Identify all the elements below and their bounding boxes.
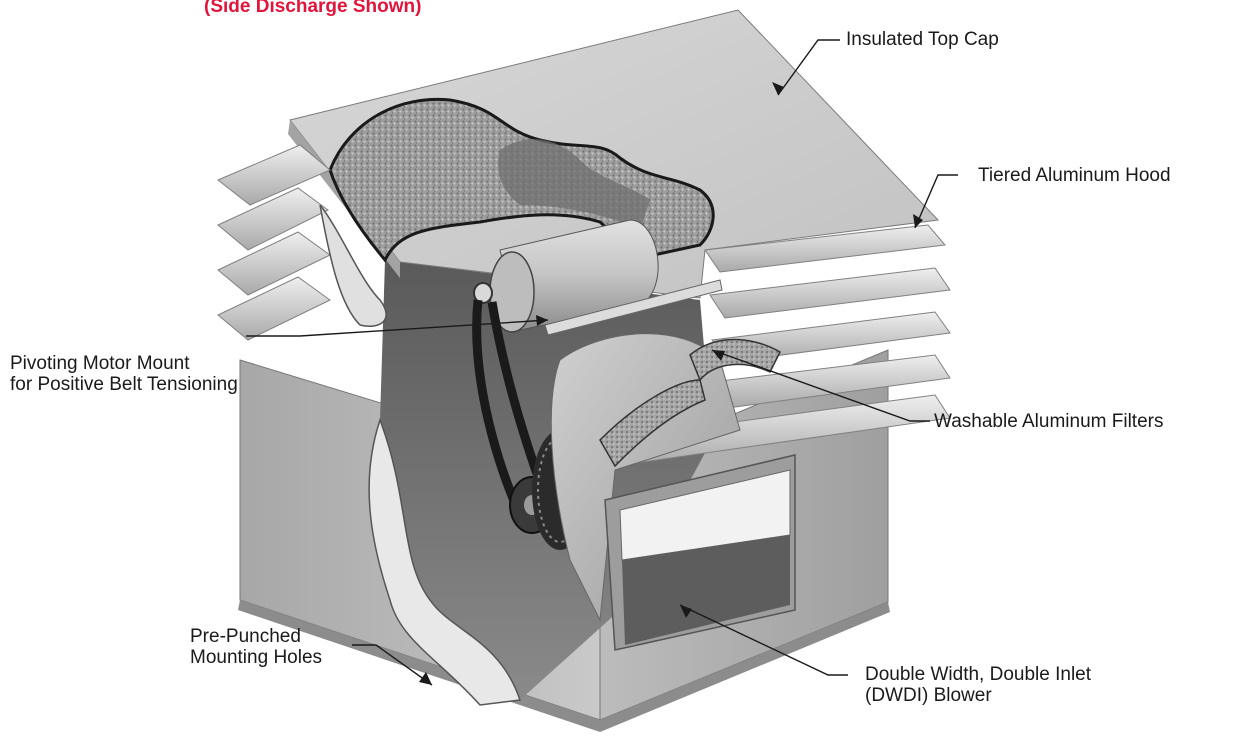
callout-washable-aluminum-filters: Washable Aluminum Filters	[934, 411, 1164, 432]
leader-lines	[246, 39, 958, 686]
callout-motor-mount-line1: Pivoting Motor Mount	[10, 353, 190, 374]
callout-blower-line2: (DWDI) Blower	[865, 685, 992, 706]
callout-insulated-top-cap: Insulated Top Cap	[846, 29, 999, 50]
callout-blower-line1: Double Width, Double Inlet	[865, 664, 1092, 685]
view-caption: (Side Discharge Shown)	[204, 0, 422, 17]
callout-tiered-aluminum-hood: Tiered Aluminum Hood	[978, 165, 1171, 186]
callout-motor-mount-line2: for Positive Belt Tensioning	[10, 374, 238, 395]
arrow-heads	[419, 82, 923, 685]
left-hood-louvers	[217, 144, 387, 341]
callout-dwdi-blower: Double Width, Double Inlet (DWDI) Blower	[865, 664, 1091, 706]
callout-holes-line1: Pre-Punched	[190, 626, 301, 647]
callout-holes-line2: Mounting Holes	[190, 647, 323, 668]
discharge-opening	[604, 454, 796, 651]
callout-pre-punched-mounting-holes: Pre-Punched Mounting Holes	[190, 626, 322, 668]
callout-pivoting-motor-mount: Pivoting Motor Mount for Positive Belt T…	[10, 353, 238, 395]
motor	[473, 219, 659, 333]
